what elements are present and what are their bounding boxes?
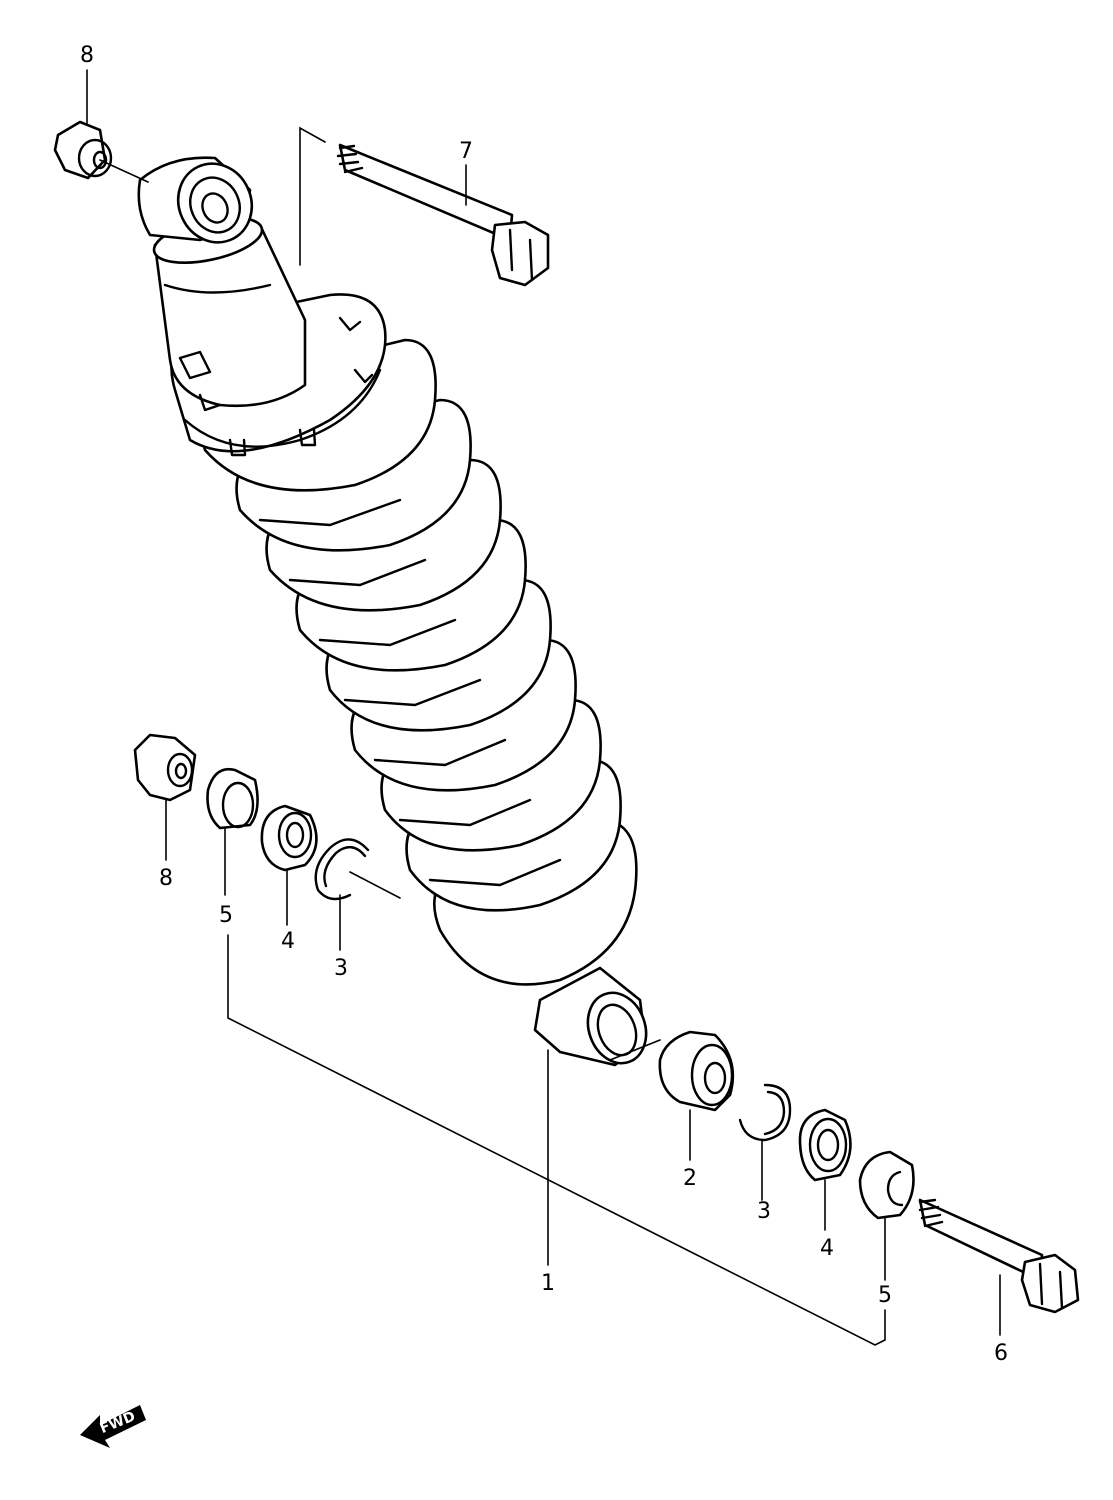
upper-nut bbox=[53, 120, 113, 180]
callout-5-right: 5 bbox=[878, 1283, 892, 1308]
callout-3-left: 3 bbox=[334, 956, 348, 981]
fwd-marker: FWD bbox=[80, 1405, 146, 1448]
shock-absorber bbox=[137, 156, 648, 1067]
lower-left-collar bbox=[206, 767, 259, 830]
callout-8-bottom: 8 bbox=[159, 866, 173, 891]
callout-1: 1 bbox=[541, 1271, 555, 1296]
shock-top-eye bbox=[137, 156, 254, 244]
callout-4-right: 4 bbox=[820, 1236, 834, 1261]
shock-lower-eye bbox=[533, 966, 648, 1067]
callout-6: 6 bbox=[994, 1341, 1008, 1366]
shock-spring bbox=[200, 338, 638, 986]
lower-left-nut bbox=[133, 733, 197, 802]
callout-5-left: 5 bbox=[219, 903, 233, 928]
lower-spacer bbox=[658, 1030, 735, 1112]
lower-mounting-bolt bbox=[918, 1198, 1080, 1314]
lower-right-circlip bbox=[738, 1083, 792, 1142]
upper-mounting-bolt bbox=[336, 143, 550, 287]
callout-4-left: 4 bbox=[281, 929, 295, 954]
callout-8-top: 8 bbox=[80, 43, 94, 68]
lower-left-circlip bbox=[314, 838, 370, 901]
callout-7: 7 bbox=[459, 139, 473, 164]
lower-left-bearing bbox=[260, 804, 318, 872]
callout-2: 2 bbox=[683, 1166, 697, 1191]
lower-right-collar bbox=[858, 1150, 915, 1220]
callout-3-right: 3 bbox=[757, 1199, 771, 1224]
arrow-left-icon bbox=[80, 1405, 146, 1448]
lower-right-bearing bbox=[798, 1108, 852, 1182]
